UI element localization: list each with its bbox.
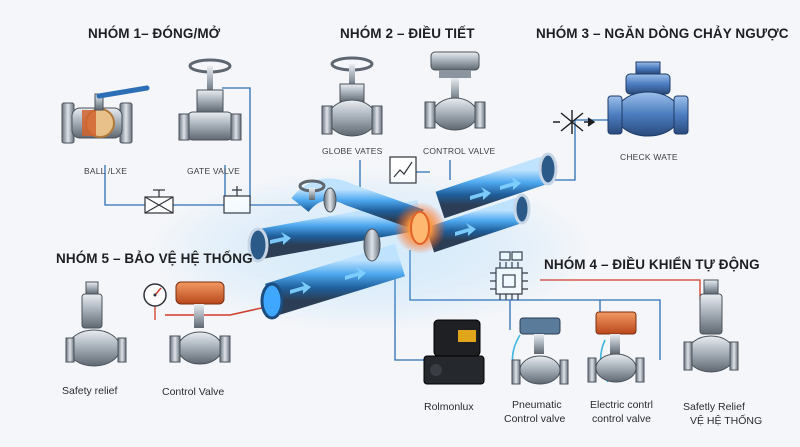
safety-relief-valve-left xyxy=(65,281,127,367)
control-valve-left-label: Control Valve xyxy=(162,386,225,398)
check-symbol-icon xyxy=(553,110,596,134)
group-5-title: NHÓM 5 – BẢO VỆ HỆ THỐNG xyxy=(56,251,253,266)
gate-valve xyxy=(178,58,242,141)
valve-symbol-icon xyxy=(144,189,174,214)
group-2-title: NHÓM 2 – ĐIỀU TIẾT xyxy=(340,26,475,41)
pneumatic-label-1: Pneumatic xyxy=(512,399,562,411)
control-valve-top xyxy=(424,51,486,131)
pneumatic-label-2: Control valve xyxy=(504,413,566,425)
ball-valve xyxy=(61,85,150,144)
safety-relief-right-label-1: Safetly Relief xyxy=(683,401,745,413)
check-valve-label: CHECK WATE xyxy=(620,152,678,162)
electric-label-2: control valve xyxy=(592,413,651,425)
pressure-gauge-icon xyxy=(143,283,167,307)
safety-relief-right-label-2: VỆ HỆ THỐNG xyxy=(690,415,763,427)
pneumatic-control-valve xyxy=(511,317,569,385)
pipe-network xyxy=(150,152,590,330)
safety-relief-valve-right xyxy=(683,279,739,373)
group-3-title: NHÓM 3 – NGĂN DÒNG CHẢY NGƯỢC xyxy=(536,26,789,41)
globe-valve-label: GLOBE VATES xyxy=(322,146,383,156)
control-valve-left xyxy=(169,281,231,365)
electric-control-valve xyxy=(587,311,645,383)
globe-valve xyxy=(321,56,383,137)
control-valve-top-label: CONTROL VALVE xyxy=(423,146,496,156)
solenoid-valve-label: Rolmonlux xyxy=(424,401,474,413)
check-valve xyxy=(607,61,689,137)
gate-valve-label: GATE VALVE xyxy=(187,166,241,176)
group-1-title: NHÓM 1– ĐÓNG/MỞ xyxy=(88,26,221,41)
flow-arrow-icon xyxy=(270,177,521,294)
solenoid-valve xyxy=(423,319,485,385)
ball-valve-label: BALL /LXE xyxy=(84,166,128,176)
safety-relief-left-label: Safety relief xyxy=(62,385,118,397)
group-4-title: NHÓM 4 – ĐIỀU KHIỂN TỰ ĐỘNG xyxy=(544,257,760,272)
electric-label-1: Electric contrl xyxy=(590,399,654,411)
